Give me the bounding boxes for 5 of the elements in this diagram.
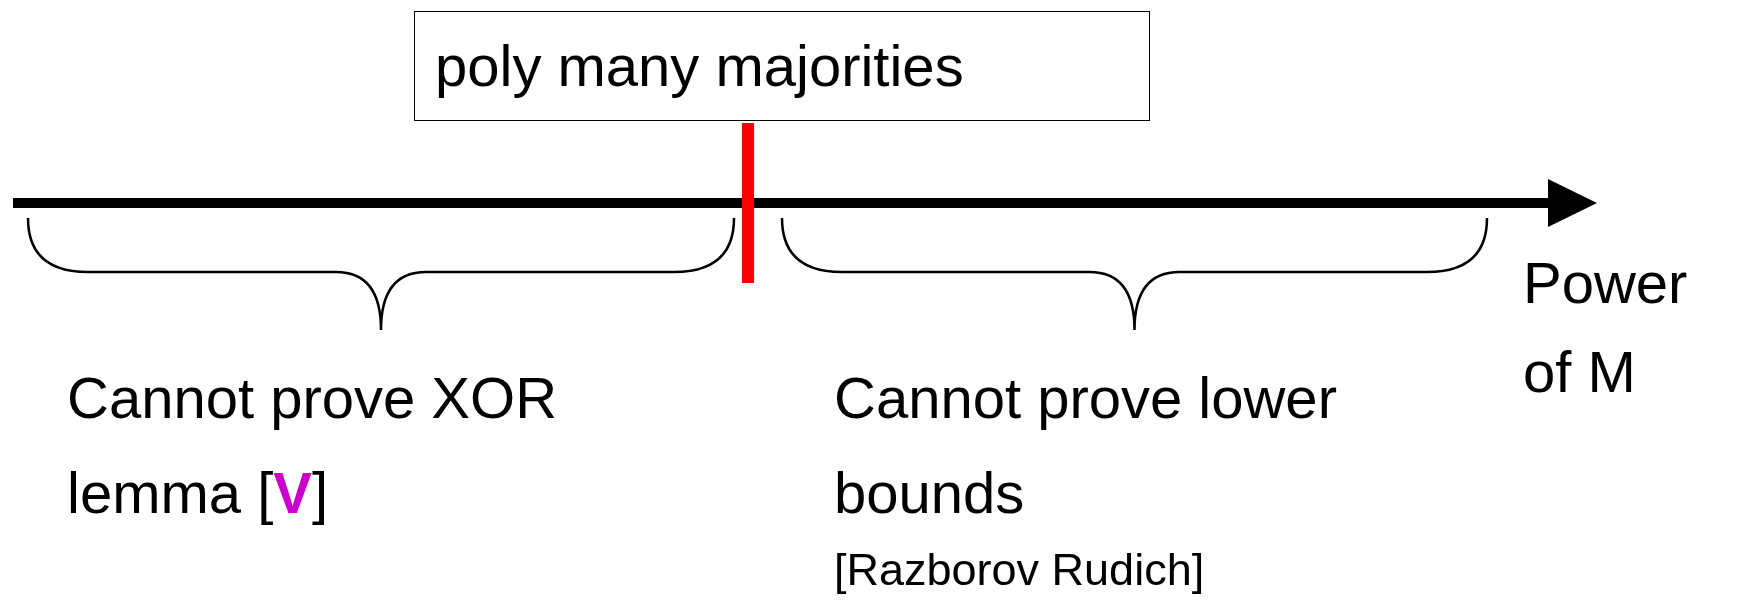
- citation: [Razborov Rudich]: [834, 543, 1206, 597]
- axis-label: Power of M: [1523, 249, 1689, 406]
- brace-caption: Cannot prove lower bounds: [834, 364, 1338, 527]
- label-box: poly many majorities: [414, 11, 1150, 121]
- brace-caption: Cannot prove XOR lemma [V]: [67, 364, 559, 527]
